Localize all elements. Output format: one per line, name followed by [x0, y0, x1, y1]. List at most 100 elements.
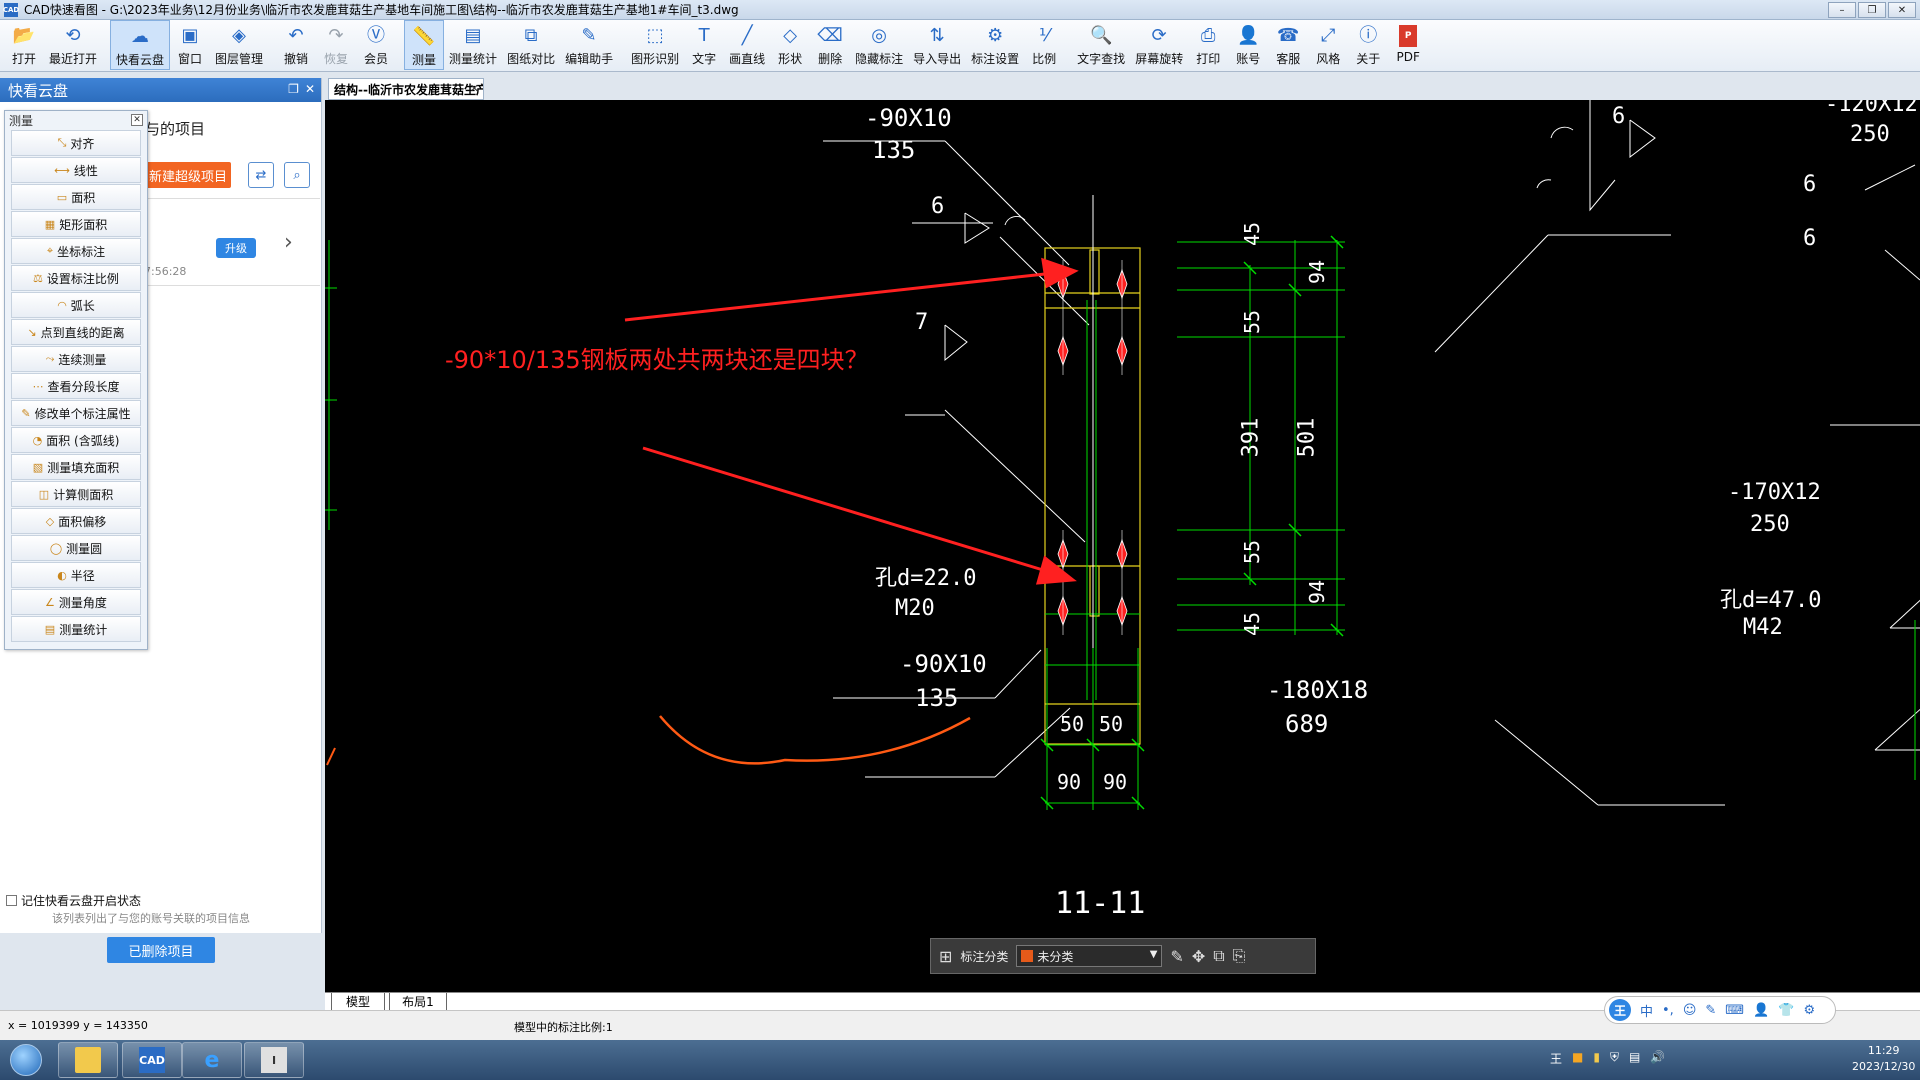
toolbar-line-button[interactable]: ╱画直线	[724, 20, 770, 70]
ime-tray-icon[interactable]: 王	[1550, 1052, 1563, 1066]
toolbar-scale-button[interactable]: ⅟比例	[1024, 20, 1064, 70]
toolbar-style-button[interactable]: ⤢风格	[1308, 20, 1348, 70]
measure-tool-item[interactable]: ⟷线性	[11, 157, 141, 183]
close-panel-icon[interactable]: ✕	[304, 82, 315, 96]
close-icon[interactable]: ✕	[131, 114, 143, 126]
measure-tool-item[interactable]: ↘点到直线的距离	[11, 319, 141, 345]
clock[interactable]: 11:29 2023/12/30	[1852, 1043, 1915, 1075]
measure-tool-item[interactable]: ▤测量统计	[11, 616, 141, 642]
volume-icon[interactable]: 🔊	[1650, 1050, 1666, 1064]
move-icon[interactable]: ✥	[1191, 946, 1206, 966]
measure-tool-icon: ✎	[21, 406, 31, 420]
measure-tool-item[interactable]: ◔面积 (含弧线)	[11, 427, 141, 453]
toolbar-shape-button[interactable]: ◇形状	[770, 20, 810, 70]
taskbar-cad[interactable]: CAD	[122, 1042, 182, 1078]
drawing-canvas[interactable]: -90X10 135 6 6 7 -90*10/135钢板两处共两块还是四块？ …	[325, 100, 1920, 992]
grid-icon[interactable]: ⊞	[939, 946, 953, 966]
new-super-project-button[interactable]: 新建超级项目	[145, 162, 231, 188]
toolbar-rotate-screen-button[interactable]: ⟳屏幕旋转	[1130, 20, 1188, 70]
toolbar-shape-recognize-button[interactable]: ⬚图形识别	[626, 20, 684, 70]
toolbar-ruler-button[interactable]: 📏测量	[404, 20, 445, 70]
measure-tool-item[interactable]: ◫计算侧面积	[11, 481, 141, 507]
toolbar-annotation-settings-button[interactable]: ⚙标注设置	[966, 20, 1024, 70]
settings-icon[interactable]: ⚙	[1803, 1002, 1816, 1018]
clock-time: 11:29	[1867, 1044, 1900, 1057]
measure-tool-item[interactable]: ⤡对齐	[11, 130, 141, 156]
upgrade-badge[interactable]: 升级	[216, 238, 256, 258]
toolbar-hide-annotation-button[interactable]: ◎隐藏标注	[850, 20, 908, 70]
measure-tool-item[interactable]: ◠弧长	[11, 292, 141, 318]
measure-tool-item[interactable]: ◐半径	[11, 562, 141, 588]
measure-tool-item[interactable]: ▭面积	[11, 184, 141, 210]
toolbar-undo-button[interactable]: ↶撤销	[276, 20, 316, 70]
taskbar-app[interactable]: I	[244, 1042, 304, 1078]
user-icon[interactable]: 👤	[1753, 1002, 1770, 1018]
measure-tool-item[interactable]: ◇面积偏移	[11, 508, 141, 534]
dimension-lines	[1045, 240, 1345, 810]
edit-icon[interactable]: ✎	[1170, 946, 1184, 966]
measure-tool-item[interactable]: ⚖设置标注比例	[11, 265, 141, 291]
taskbar-browser[interactable]: e	[182, 1042, 242, 1078]
maximize-button[interactable]: ❐	[1858, 2, 1886, 18]
toolbar-layers-button[interactable]: ◈图层管理	[210, 20, 268, 70]
search-button[interactable]: ⌕	[284, 162, 310, 188]
taskbar-explorer[interactable]	[58, 1042, 118, 1078]
toolbar-window-button[interactable]: ▣窗口	[170, 20, 210, 70]
toolbar-folder-button[interactable]: 📂打开	[4, 20, 44, 70]
ime-logo-icon[interactable]: 王	[1609, 999, 1631, 1021]
orange-tray-icon[interactable]: ■	[1572, 1050, 1584, 1064]
shield-icon[interactable]: ⛨	[1609, 1050, 1619, 1064]
restore-panel-icon[interactable]: ❐	[288, 82, 299, 96]
rotate-screen-icon: ⟳	[1151, 25, 1167, 46]
measure-tool-icon: ⚖	[33, 271, 43, 285]
toolbar-text-search-button[interactable]: 🔍文字查找	[1072, 20, 1130, 70]
deleted-projects-button[interactable]: 已删除项目	[107, 937, 215, 963]
chevron-right-icon[interactable]: ›	[284, 230, 293, 255]
toolbar-printer-button[interactable]: ⎙打印	[1188, 20, 1228, 70]
measure-tool-item[interactable]: ✎修改单个标注属性	[11, 400, 141, 426]
emoji-icon[interactable]: ☺	[1682, 1002, 1697, 1018]
toolbar-account-button[interactable]: 👤账号	[1228, 20, 1268, 70]
copy-icon[interactable]: ⧉	[1213, 946, 1225, 965]
measure-tool-item[interactable]: ⤳连续测量	[11, 346, 141, 372]
skin-icon[interactable]: 👕	[1778, 1002, 1795, 1018]
toolbar-eraser-button[interactable]: ⌫删除	[810, 20, 850, 70]
folder-tray-icon[interactable]: ▮	[1593, 1050, 1600, 1064]
toolbar-import-export-button[interactable]: ⇅导入导出	[908, 20, 966, 70]
remember-checkbox[interactable]	[6, 895, 17, 906]
start-button[interactable]	[4, 1042, 48, 1078]
close-tab-icon[interactable]: ✕	[469, 82, 479, 95]
measure-tool-item[interactable]: ⌖坐标标注	[11, 238, 141, 264]
paste-icon[interactable]: ⎘	[1232, 946, 1246, 965]
measure-tool-item[interactable]: ▦矩形面积	[11, 211, 141, 237]
sync-button[interactable]: ⇄	[248, 162, 274, 188]
toolbar-measure-stats-button[interactable]: ▤测量统计	[444, 20, 502, 70]
measure-tool-item[interactable]: ∠测量角度	[11, 589, 141, 615]
remember-state-option[interactable]: 记住快看云盘开启状态	[6, 892, 141, 909]
toolbar-cloud-button[interactable]: ☁快看云盘	[110, 20, 171, 70]
keyboard-icon[interactable]: ⌨	[1725, 1002, 1745, 1018]
tab-layout1[interactable]: 布局1	[389, 993, 447, 1011]
pen-icon[interactable]: ✎	[1705, 1002, 1717, 1018]
toolbar-redo-button[interactable]: ↷恢复	[316, 20, 356, 70]
network-icon[interactable]: ▤	[1628, 1050, 1641, 1064]
minimize-button[interactable]: –	[1828, 2, 1856, 18]
measure-tool-item[interactable]: ▧测量填充面积	[11, 454, 141, 480]
measure-tool-item[interactable]: ◯测量圆	[11, 535, 141, 561]
document-tab[interactable]: 结构--临沂市农发鹿茸菇生产基地1#车间_t3.dwg ✕	[328, 78, 484, 100]
toolbar-edit-assistant-button[interactable]: ✎编辑助手	[560, 20, 618, 70]
tab-model[interactable]: 模型	[331, 993, 385, 1011]
toolbar-headset-button[interactable]: ☎客服	[1268, 20, 1308, 70]
annotation-category-select[interactable]: 未分类 ▼	[1016, 945, 1163, 967]
ime-mode[interactable]: 中	[1640, 1004, 1654, 1020]
toolbar-history-button[interactable]: ⟲最近打开	[44, 20, 102, 70]
toolbar-compare-button[interactable]: ⧉图纸对比	[502, 20, 560, 70]
measure-tool-item[interactable]: ⋯查看分段长度	[11, 373, 141, 399]
dim-94-top: 94	[1305, 259, 1330, 285]
punctuation-icon[interactable]: •,	[1662, 1002, 1674, 1018]
close-button[interactable]: ✕	[1888, 2, 1916, 18]
